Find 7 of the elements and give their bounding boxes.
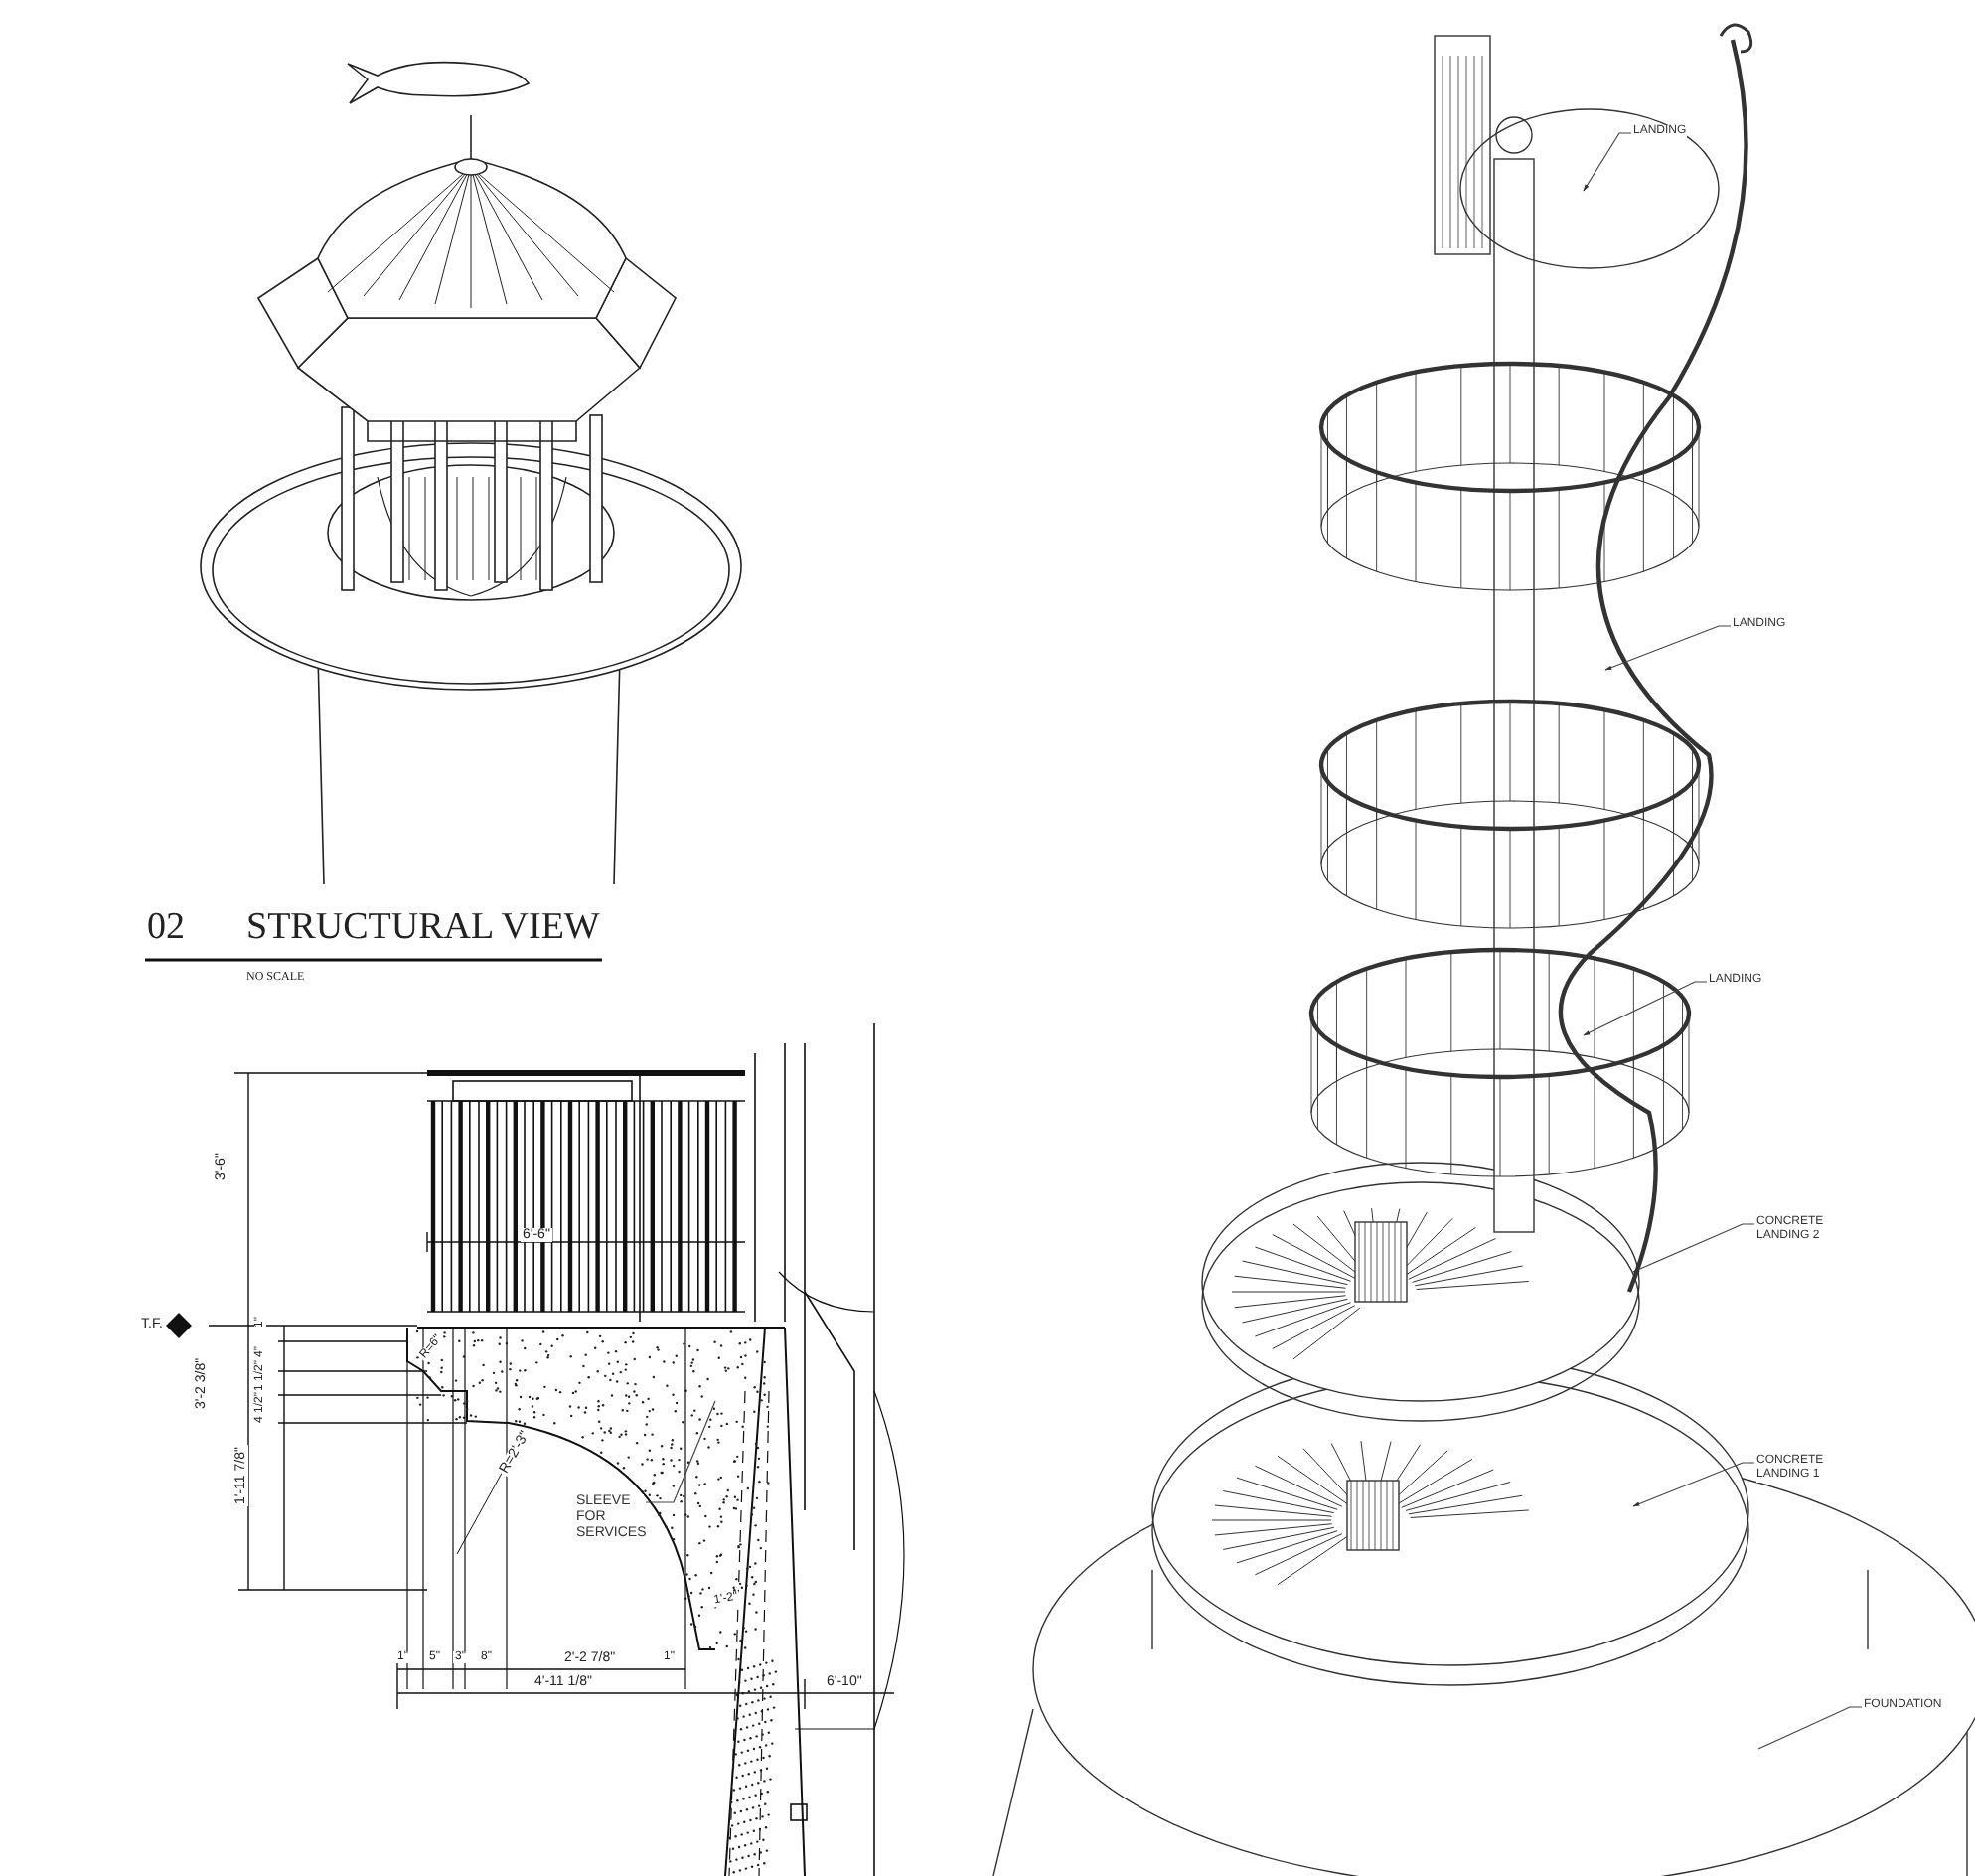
leader-line bbox=[1632, 1462, 1755, 1507]
leader-line bbox=[1632, 1223, 1755, 1273]
leader-line bbox=[1757, 1706, 1863, 1750]
leader-line bbox=[645, 1400, 716, 1503]
leader-line bbox=[1583, 981, 1708, 1036]
leader-line bbox=[1583, 132, 1632, 192]
leader-line bbox=[1604, 625, 1732, 671]
